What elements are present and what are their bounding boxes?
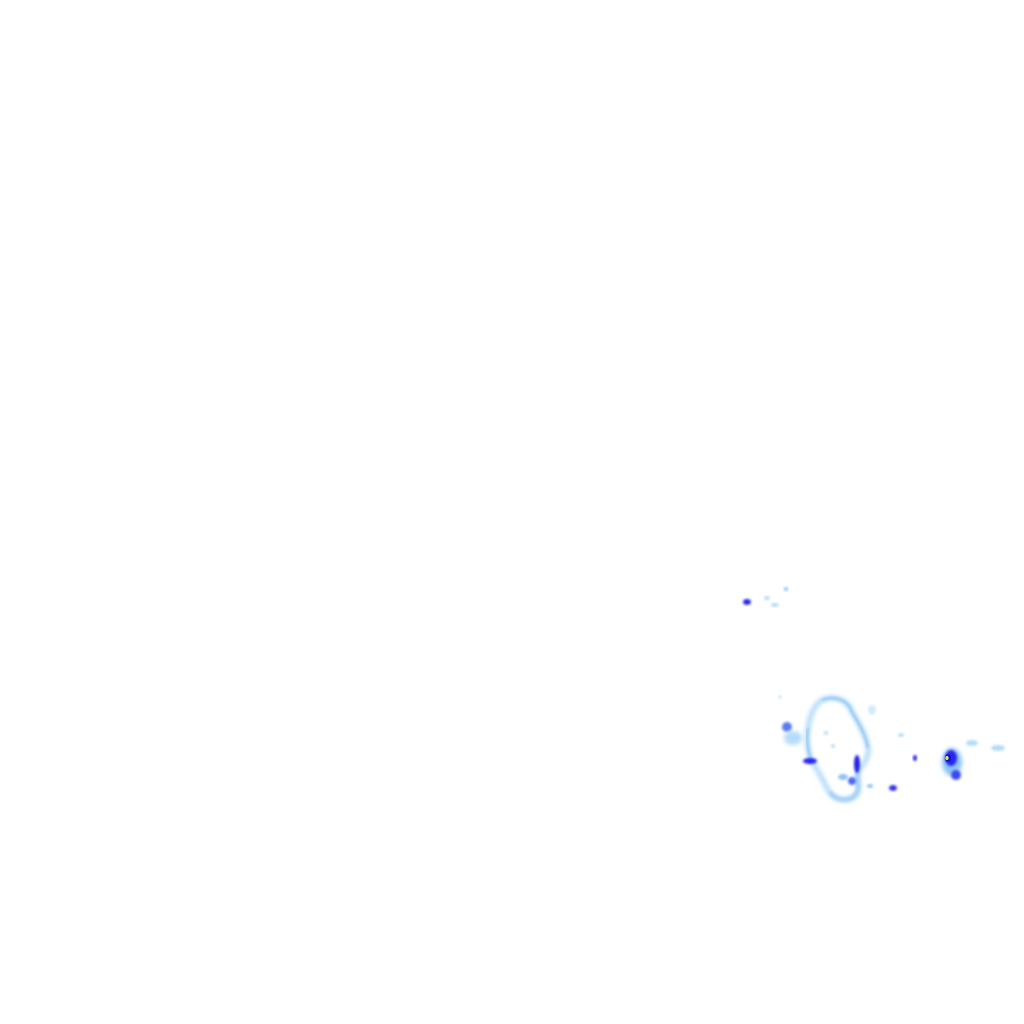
echo-cell — [778, 695, 782, 699]
echo-cell — [743, 599, 751, 605]
echo-cell — [831, 744, 835, 748]
echo-cell — [966, 740, 978, 746]
echo-cell — [854, 755, 860, 773]
echo-cell — [782, 722, 792, 732]
echo-cell — [848, 777, 856, 785]
echo-cell — [771, 603, 779, 607]
echo-band — [828, 771, 860, 802]
echo-cell — [868, 705, 876, 715]
echo-cluster-north — [743, 587, 788, 607]
echo-cell — [889, 785, 897, 791]
echo-cell — [898, 733, 904, 737]
echo-cell — [867, 784, 873, 788]
echo-core — [945, 756, 949, 760]
echo-cluster-main — [778, 695, 917, 803]
echo-cell — [838, 774, 848, 780]
echo-cluster-east — [942, 740, 1005, 780]
echo-cell — [991, 745, 1005, 751]
echo-cell — [803, 758, 817, 764]
echo-cell — [913, 755, 917, 761]
echo-band — [821, 697, 869, 749]
echo-cell — [764, 596, 770, 600]
echo-cell — [951, 770, 961, 780]
echo-cell — [824, 731, 828, 735]
echo-cell — [784, 587, 788, 591]
echo-cell — [784, 731, 802, 745]
